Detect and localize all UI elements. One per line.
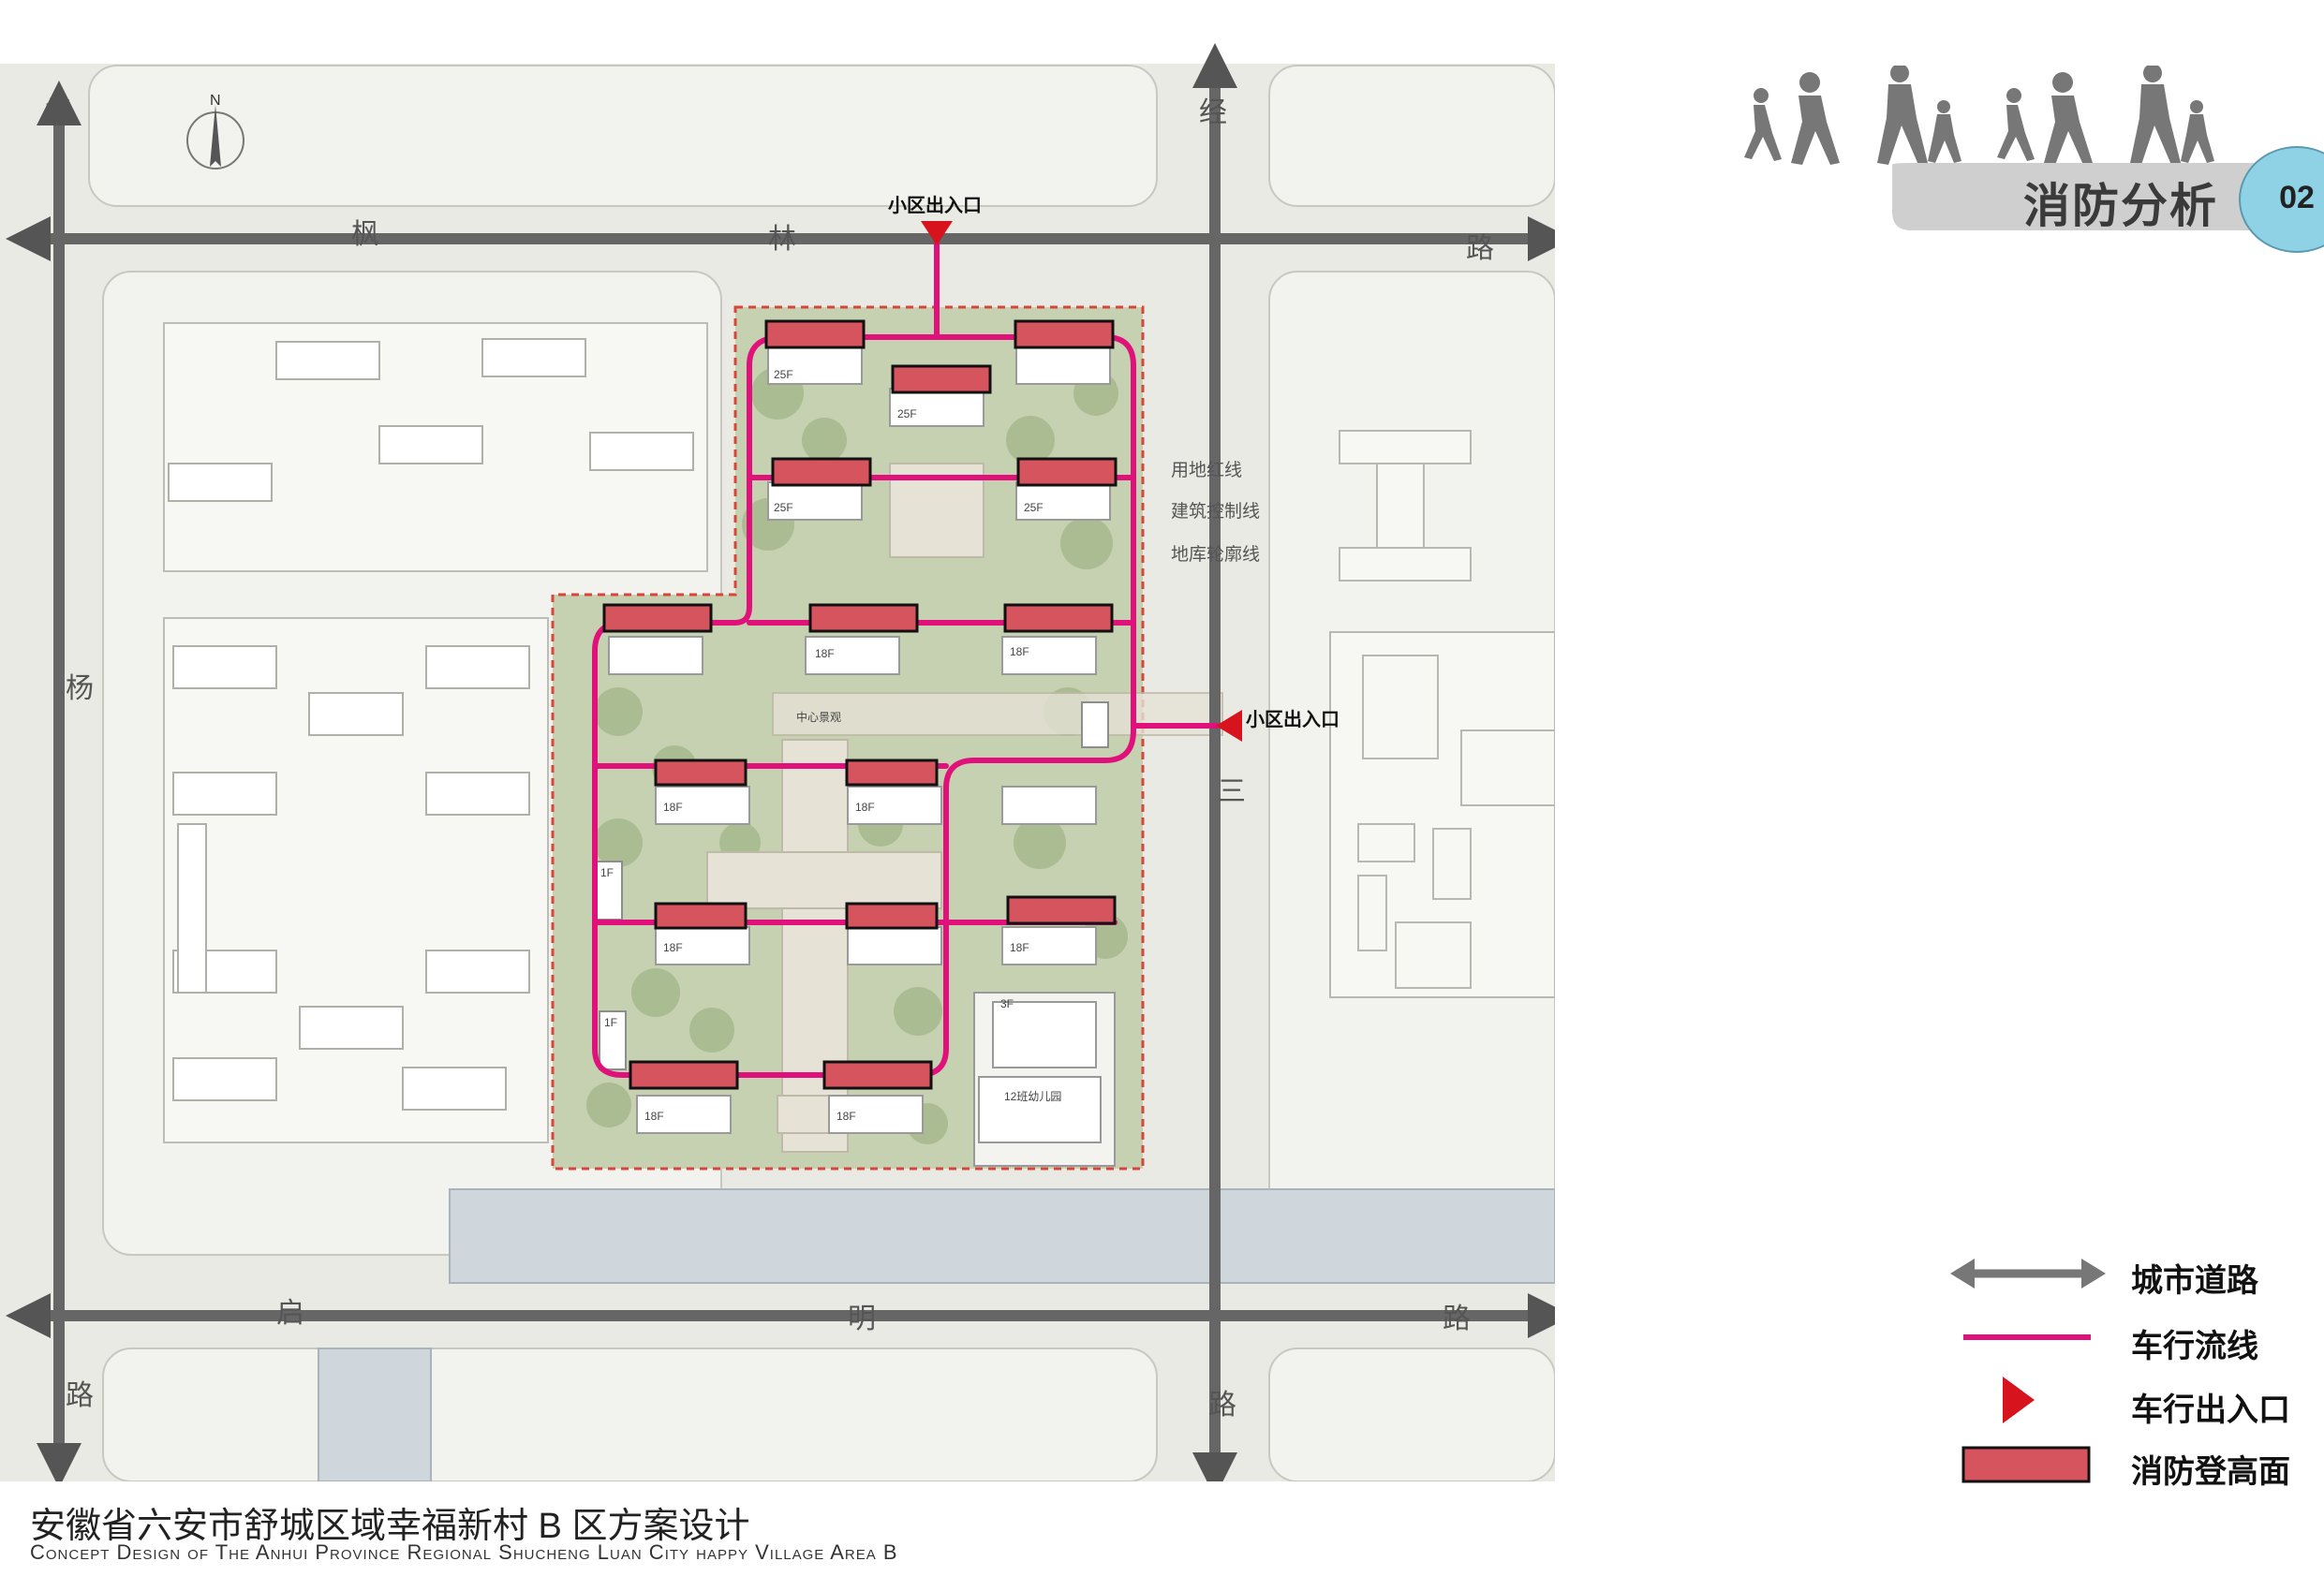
fire-rescue-faces [602,319,1118,1090]
north-road-char-3: 路 [1466,233,1494,264]
tower-height-25f-c: 25F [774,501,793,514]
site-plan-map: 枫 林 路 启 明 路 经 三 路 枫 杨 路 N [0,42,1555,1481]
legend-label-city-road: 城市道路 [2131,1263,2258,1299]
canal-west [318,1348,432,1481]
tower-height-18f-f: 18F [1010,941,1029,954]
header-banner [1892,163,2286,230]
residential-towers [608,346,1111,1134]
north-arrow-icon: N [186,93,244,169]
west-road-char-2: 杨 [66,673,94,704]
legend: 城市道路 车行流线 车行出入口 消防登高面 [1948,1227,2304,1498]
walking-figures-decoration [1744,66,2214,165]
legend-road-icon [1950,1259,2106,1289]
page-number-badge: 02 [2239,146,2324,253]
west-road-char-3: 路 [66,1380,94,1411]
entrance-east: 小区出入口 [1216,709,1340,742]
project-subtitle: Concept Design of The Anhui Province Reg… [30,1540,898,1564]
garage-outline-label: 地库轮廓线 [1171,544,1260,565]
east-road-char-2: 三 [1218,776,1246,807]
tower-height-18f-d: 18F [855,801,875,814]
city-roads [5,42,1555,1481]
project-title: 安徽省六安市舒城区域幸福新村 B 区方案设计 [30,1507,750,1546]
tower-height-18f-e: 18F [663,941,683,954]
tower-height-18f-a: 18F [815,647,835,660]
legend-label-vehicle-lane: 车行流线 [2131,1329,2258,1364]
canal [449,1188,1555,1284]
south-road-char-1: 启 [276,1298,304,1329]
north-label: N [210,93,221,109]
entrance-north-label: 小区出入口 [888,195,982,216]
club-height-1f-b: 1F [604,1016,617,1029]
tower-height-18f-c: 18F [663,801,683,814]
east-road-char-3: 路 [1208,1390,1236,1421]
legend-symbols [1950,1259,2106,1483]
legend-entrance-icon [2003,1377,2035,1423]
kg-height-3f: 3F [1000,997,1014,1010]
legend-fire-face-icon [1961,1446,2091,1483]
entrance-north: 小区出入口 [888,195,982,245]
tower-height-18f-b: 18F [1010,645,1029,658]
boundary-line-label: 用地红线 [1171,460,1242,480]
west-buildings [168,338,694,1111]
page-number: 02 [2279,180,2315,215]
clubhouses [595,701,1109,1070]
north-road-char-2: 林 [768,224,796,255]
building-control-line-label: 建筑控制线 [1171,501,1260,522]
tower-height-25f-d: 25F [1024,501,1044,514]
club-height-1f-a: 1F [600,866,614,879]
page-title: 消防分析 [2023,180,2218,232]
entrance-east-label: 小区出入口 [1246,709,1340,730]
legend-label-fire-rescue-face: 消防登高面 [2131,1454,2290,1490]
tower-height-18f-g: 18F [644,1110,664,1123]
west-road-char-1: 枫 [45,97,73,128]
south-road-char-3: 路 [1443,1304,1471,1334]
tower-height-25f-b: 25F [897,407,917,420]
north-road-char-1: 枫 [351,219,379,250]
south-road-char-2: 明 [848,1304,876,1334]
east-road-char-1: 经 [1199,97,1227,128]
legend-label-vehicle-entrance: 车行出入口 [2131,1392,2290,1428]
east-campus [1329,430,1555,998]
kindergarten [973,992,1116,1167]
kindergarten-label: 12班幼儿园 [1004,1090,1061,1103]
tower-height-18f-h: 18F [836,1110,856,1123]
center-plaza-label: 中心景观 [796,710,841,724]
tower-height-25f-a: 25F [774,368,793,381]
